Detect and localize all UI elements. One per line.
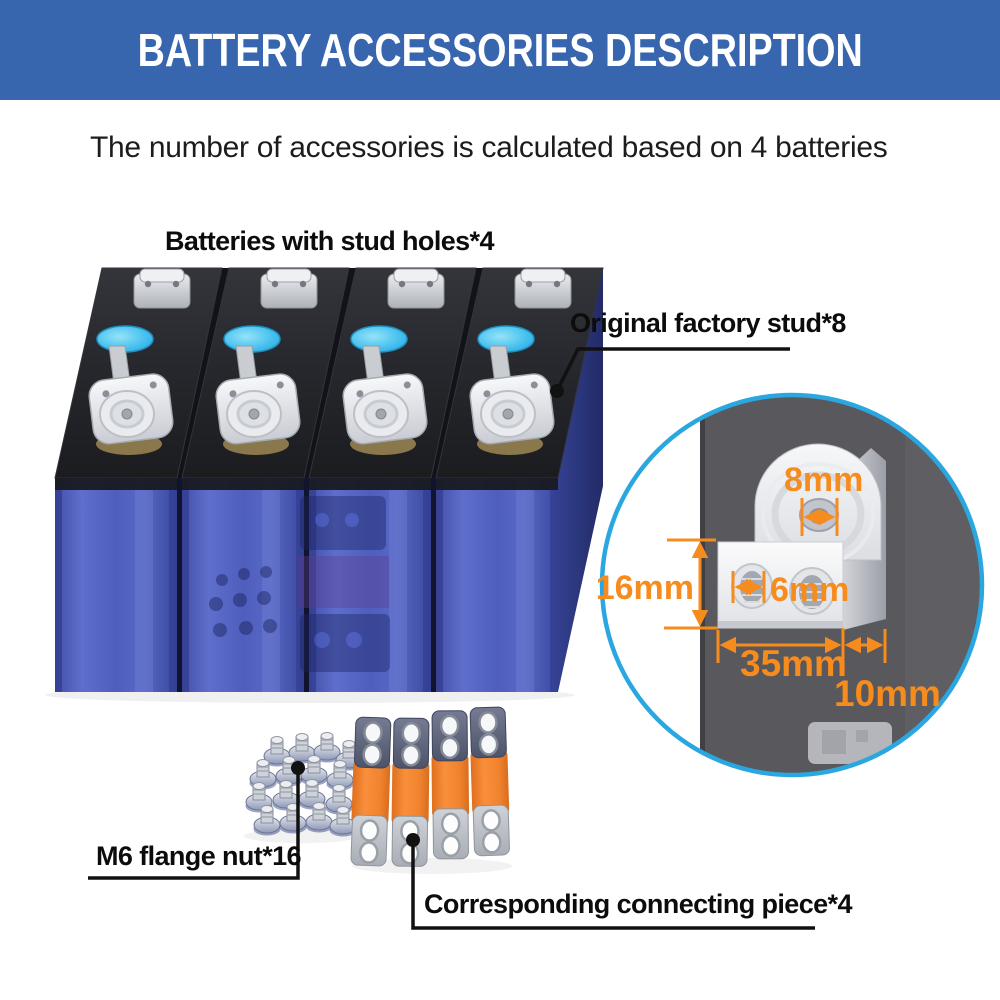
busbar-1	[348, 715, 394, 868]
stud-callout: Original factory stud*8	[570, 308, 846, 338]
thread-hole-right	[789, 567, 835, 615]
inset-ring	[599, 392, 985, 778]
dim-width-label: 35mm	[740, 643, 847, 684]
banner-title: BATTERY ACCESSORIES DESCRIPTION	[137, 24, 863, 76]
dim-thread-label: 6mm	[770, 571, 849, 609]
leader-dot-nut	[291, 761, 305, 775]
qr-label	[808, 722, 892, 764]
busbar-set	[348, 705, 512, 874]
busbar-3	[429, 709, 471, 861]
nut-callout: M6 flange nut*16	[96, 841, 302, 871]
banner: BATTERY ACCESSORIES DESCRIPTION	[0, 0, 1000, 100]
connector-callout: Corresponding connecting piece*4	[424, 889, 852, 919]
batteries-callout: Batteries with stud holes*4	[165, 226, 494, 256]
flange-nut-cluster	[244, 731, 364, 843]
dimension-lines	[664, 498, 887, 674]
dim-height-label: 16mm	[596, 569, 694, 607]
leader-line-nut	[88, 770, 300, 880]
battery-pack-photo	[45, 266, 605, 703]
dim-depth-label: 10mm	[834, 673, 941, 714]
busbar-4	[467, 705, 512, 858]
leader-dot-stud	[550, 384, 564, 398]
battery-side-face	[558, 268, 603, 692]
leader-dot-connector	[406, 833, 420, 847]
leader-line-stud	[555, 347, 790, 392]
front-reflections	[209, 496, 390, 672]
leader-line-connector	[411, 842, 815, 930]
dim-stud-hole-label: 8mm	[784, 461, 863, 499]
intro-text: The number of accessories is calculated …	[90, 131, 888, 164]
stud-detail-inset: 8mm 16mm 6mm 35mm 10mm	[596, 392, 985, 778]
